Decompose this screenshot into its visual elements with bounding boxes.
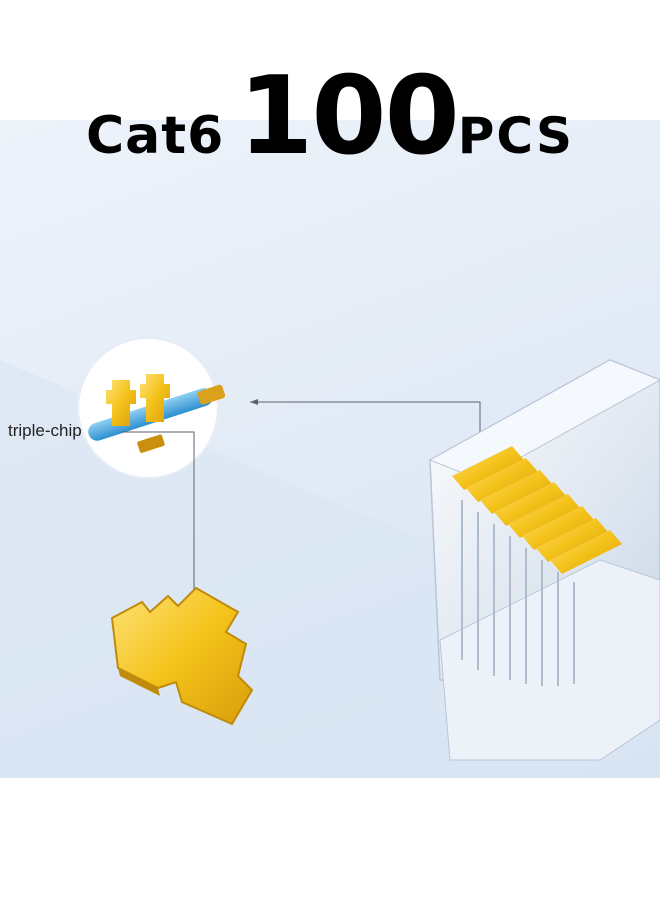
leader-line <box>250 401 481 458</box>
category-text: Cat6 <box>85 106 225 166</box>
triple-chip-label: triple-chip <box>8 421 82 440</box>
triple-chip-icon <box>110 586 254 726</box>
product-illustration <box>0 337 660 778</box>
quantity-text: 100 <box>238 54 459 179</box>
rj45-connector <box>428 359 660 761</box>
chip-leader-line <box>122 431 195 648</box>
magnifier-circle <box>77 337 226 479</box>
product-photo <box>0 120 660 778</box>
contact-blade-icon <box>140 374 170 422</box>
unit-text: PCS <box>457 107 575 165</box>
contact-blade-icon <box>106 380 136 426</box>
gold-contacts <box>452 446 622 574</box>
